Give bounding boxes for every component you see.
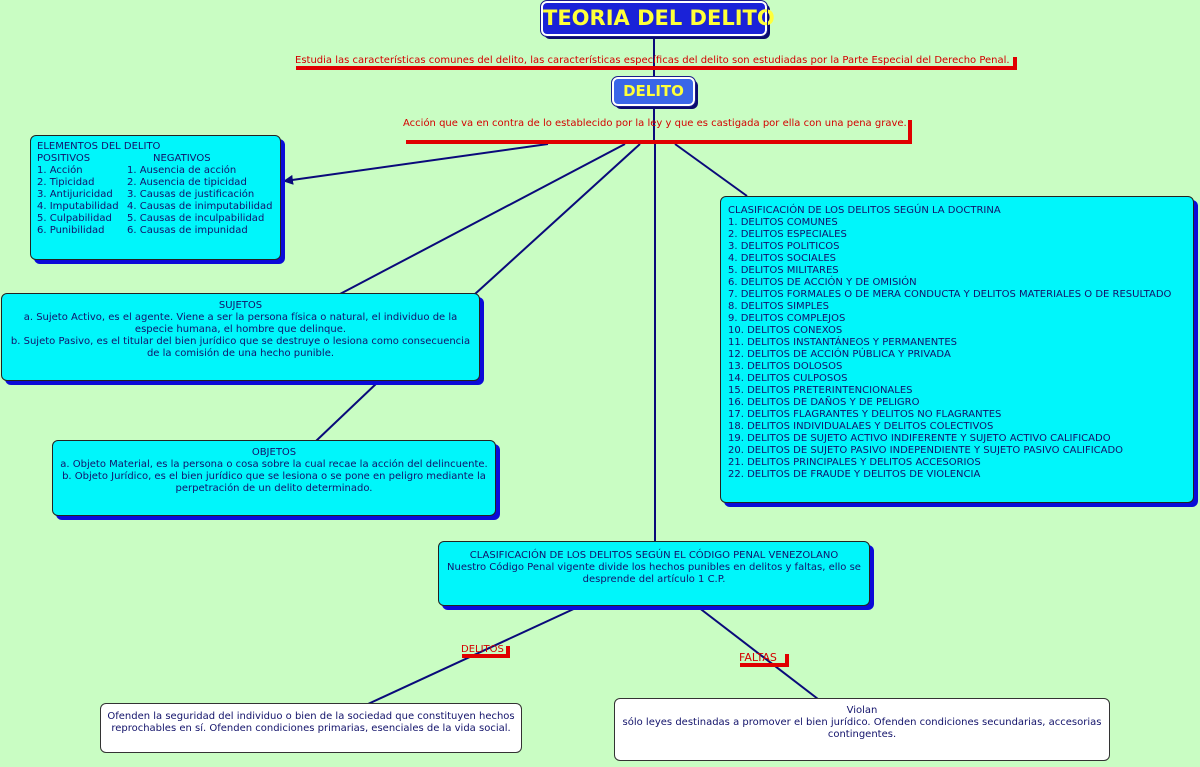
doctrina-item: 4. DELITOS SOCIALES: [728, 253, 836, 264]
doctrina-item: 5. DELITOS MILITARES: [728, 265, 839, 276]
doctrina-box: CLASIFICACIÓN DE LOS DELITOS SEGÚN LA DO…: [720, 196, 1194, 503]
title-description: Estudia las características comunes del …: [295, 55, 1010, 66]
codigo-box: CLASIFICACIÓN DE LOS DELITOS SEGÚN EL CÓ…: [438, 541, 870, 606]
doctrina-heading: CLASIFICACIÓN DE LOS DELITOS SEGÚN LA DO…: [728, 205, 1001, 216]
delitos-label: DELITOS: [461, 644, 504, 655]
delito-description: Acción que va en contra de lo establecid…: [403, 118, 907, 129]
objetos-heading: OBJETOS: [251, 447, 297, 458]
doctrina-item: 6. DELITOS DE ACCIÓN Y DE OMISIÓN: [728, 277, 917, 288]
doctrina-item: 13. DELITOS DOLOSOS: [728, 361, 843, 372]
delitos-description-box: Ofenden la seguridad del individuo o bie…: [100, 703, 522, 753]
doctrina-item: 7. DELITOS FORMALES O DE MERA CONDUCTA Y…: [728, 289, 1172, 300]
positivos-label: POSITIVOS: [37, 153, 91, 164]
negativo-item: 2. Ausencia de tipicidad: [127, 177, 247, 188]
connector-to-doctrina: [674, 143, 748, 197]
doctrina-item: 11. DELITOS INSTANTÁNEOS Y PERMANENTES: [728, 337, 958, 348]
faltas-heading: Violan: [846, 705, 878, 716]
delitos-label-bracket: [462, 646, 510, 658]
codigo-heading: CLASIFICACIÓN DE LOS DELITOS SEGÚN EL CÓ…: [469, 550, 839, 561]
faltas-label: FALTAS: [739, 651, 777, 664]
negativo-item: 6. Causas de impunidad: [127, 225, 248, 236]
doctrina-item: 17. DELITOS FLAGRANTES Y DELITOS NO FLAG…: [728, 409, 1002, 420]
faltas-description-box: Violan sólo leyes destinadas a promover …: [614, 698, 1110, 761]
negativos-label: NEGATIVOS: [153, 153, 211, 164]
doctrina-item: 1. DELITOS COMUNES: [728, 217, 838, 228]
doctrina-item: 22. DELITOS DE FRAUDE Y DELITOS DE VIOLE…: [728, 469, 981, 480]
positivo-item: 6. Punibilidad: [37, 225, 105, 236]
main-title: TEORIA DEL DELITO: [540, 0, 775, 37]
negativos-column: NEGATIVOS 1. Ausencia de acción 2. Ausen…: [127, 153, 272, 237]
doctrina-item: 3. DELITOS POLITICOS: [728, 241, 840, 252]
doctrina-item: 9. DELITOS COMPLEJOS: [728, 313, 846, 324]
objetos-box: OBJETOS a. Objeto Material, es la person…: [52, 440, 496, 516]
delito-node: DELITO: [611, 76, 696, 107]
doctrina-item: 15. DELITOS PRETERINTENCIONALES: [728, 385, 913, 396]
objeto-material-text: a. Objeto Material, es la persona o cosa…: [60, 459, 488, 470]
positivo-item: 3. Antijuricidad: [37, 189, 113, 200]
positivo-item: 4. Imputabilidad: [37, 201, 119, 212]
doctrina-item: 12. DELITOS DE ACCIÓN PÚBLICA Y PRIVADA: [728, 349, 951, 360]
connector-sujetos-to-objetos: [315, 381, 379, 442]
doctrina-item: 19. DELITOS DE SUJETO ACTIVO INDIFERENTE…: [728, 433, 1111, 444]
title-description-bracket: [296, 57, 1017, 70]
doctrina-item: 14. DELITOS CULPOSOS: [728, 373, 848, 384]
delito-description-bracket: [406, 120, 912, 144]
connector-to-sujetos-2: [474, 143, 641, 295]
doctrina-item: 8. DELITOS SIMPLES: [728, 301, 829, 312]
doctrina-item: 2. DELITOS ESPECIALES: [728, 229, 847, 240]
objeto-juridico-text: b. Objeto Jurídico, es el bien jurídico …: [62, 471, 486, 494]
doctrina-item: 16. DELITOS DE DAÑOS Y DE PELIGRO: [728, 397, 920, 408]
sujetos-box: SUJETOS a. Sujeto Activo, es el agente. …: [1, 293, 480, 381]
elementos-box: ELEMENTOS DEL DELITO POSITIVOS 1. Acción…: [30, 135, 281, 260]
doctrina-item: 20. DELITOS DE SUJETO PASIVO INDEPENDIEN…: [728, 445, 1124, 456]
negativo-item: 5. Causas de inculpabilidad: [127, 213, 265, 224]
positivo-item: 5. Culpabilidad: [37, 213, 112, 224]
connector-to-elementos: [283, 143, 549, 185]
doctrina-item: 18. DELITOS INDIVIDUALAES Y DELITOS COLE…: [728, 421, 994, 432]
negativo-item: 1. Ausencia de acción: [127, 165, 237, 176]
positivo-item: 1. Acción: [37, 165, 83, 176]
codigo-text: Nuestro Código Penal vigente divide los …: [447, 562, 861, 585]
sujeto-activo-text: a. Sujeto Activo, es el agente. Viene a …: [23, 312, 458, 335]
faltas-label-bracket: [740, 654, 789, 667]
negativo-item: 3. Causas de justificación: [127, 189, 255, 200]
doctrina-item: 10. DELITOS CONEXOS: [728, 325, 843, 336]
faltas-text: sólo leyes destinadas a promover el bien…: [622, 717, 1102, 740]
positivos-column: POSITIVOS 1. Acción 2. Tipicidad 3. Anti…: [37, 153, 127, 237]
sujeto-pasivo-text: b. Sujeto Pasivo, es el titular del bien…: [10, 336, 471, 359]
elementos-table: POSITIVOS 1. Acción 2. Tipicidad 3. Anti…: [37, 153, 274, 237]
negativo-item: 4. Causas de inimputabilidad: [127, 201, 273, 212]
delitos-description-text: Ofenden la seguridad del individuo o bie…: [107, 711, 515, 734]
connector-codigo-to-faltas: [697, 606, 819, 700]
doctrina-item: 21. DELITOS PRINCIPALES Y DELITOS ACCESO…: [728, 457, 981, 468]
elementos-heading: ELEMENTOS DEL DELITO: [37, 141, 161, 152]
positivo-item: 2. Tipicidad: [37, 177, 95, 188]
connector-to-sujetos: [339, 143, 626, 295]
sujetos-heading: SUJETOS: [218, 300, 263, 311]
